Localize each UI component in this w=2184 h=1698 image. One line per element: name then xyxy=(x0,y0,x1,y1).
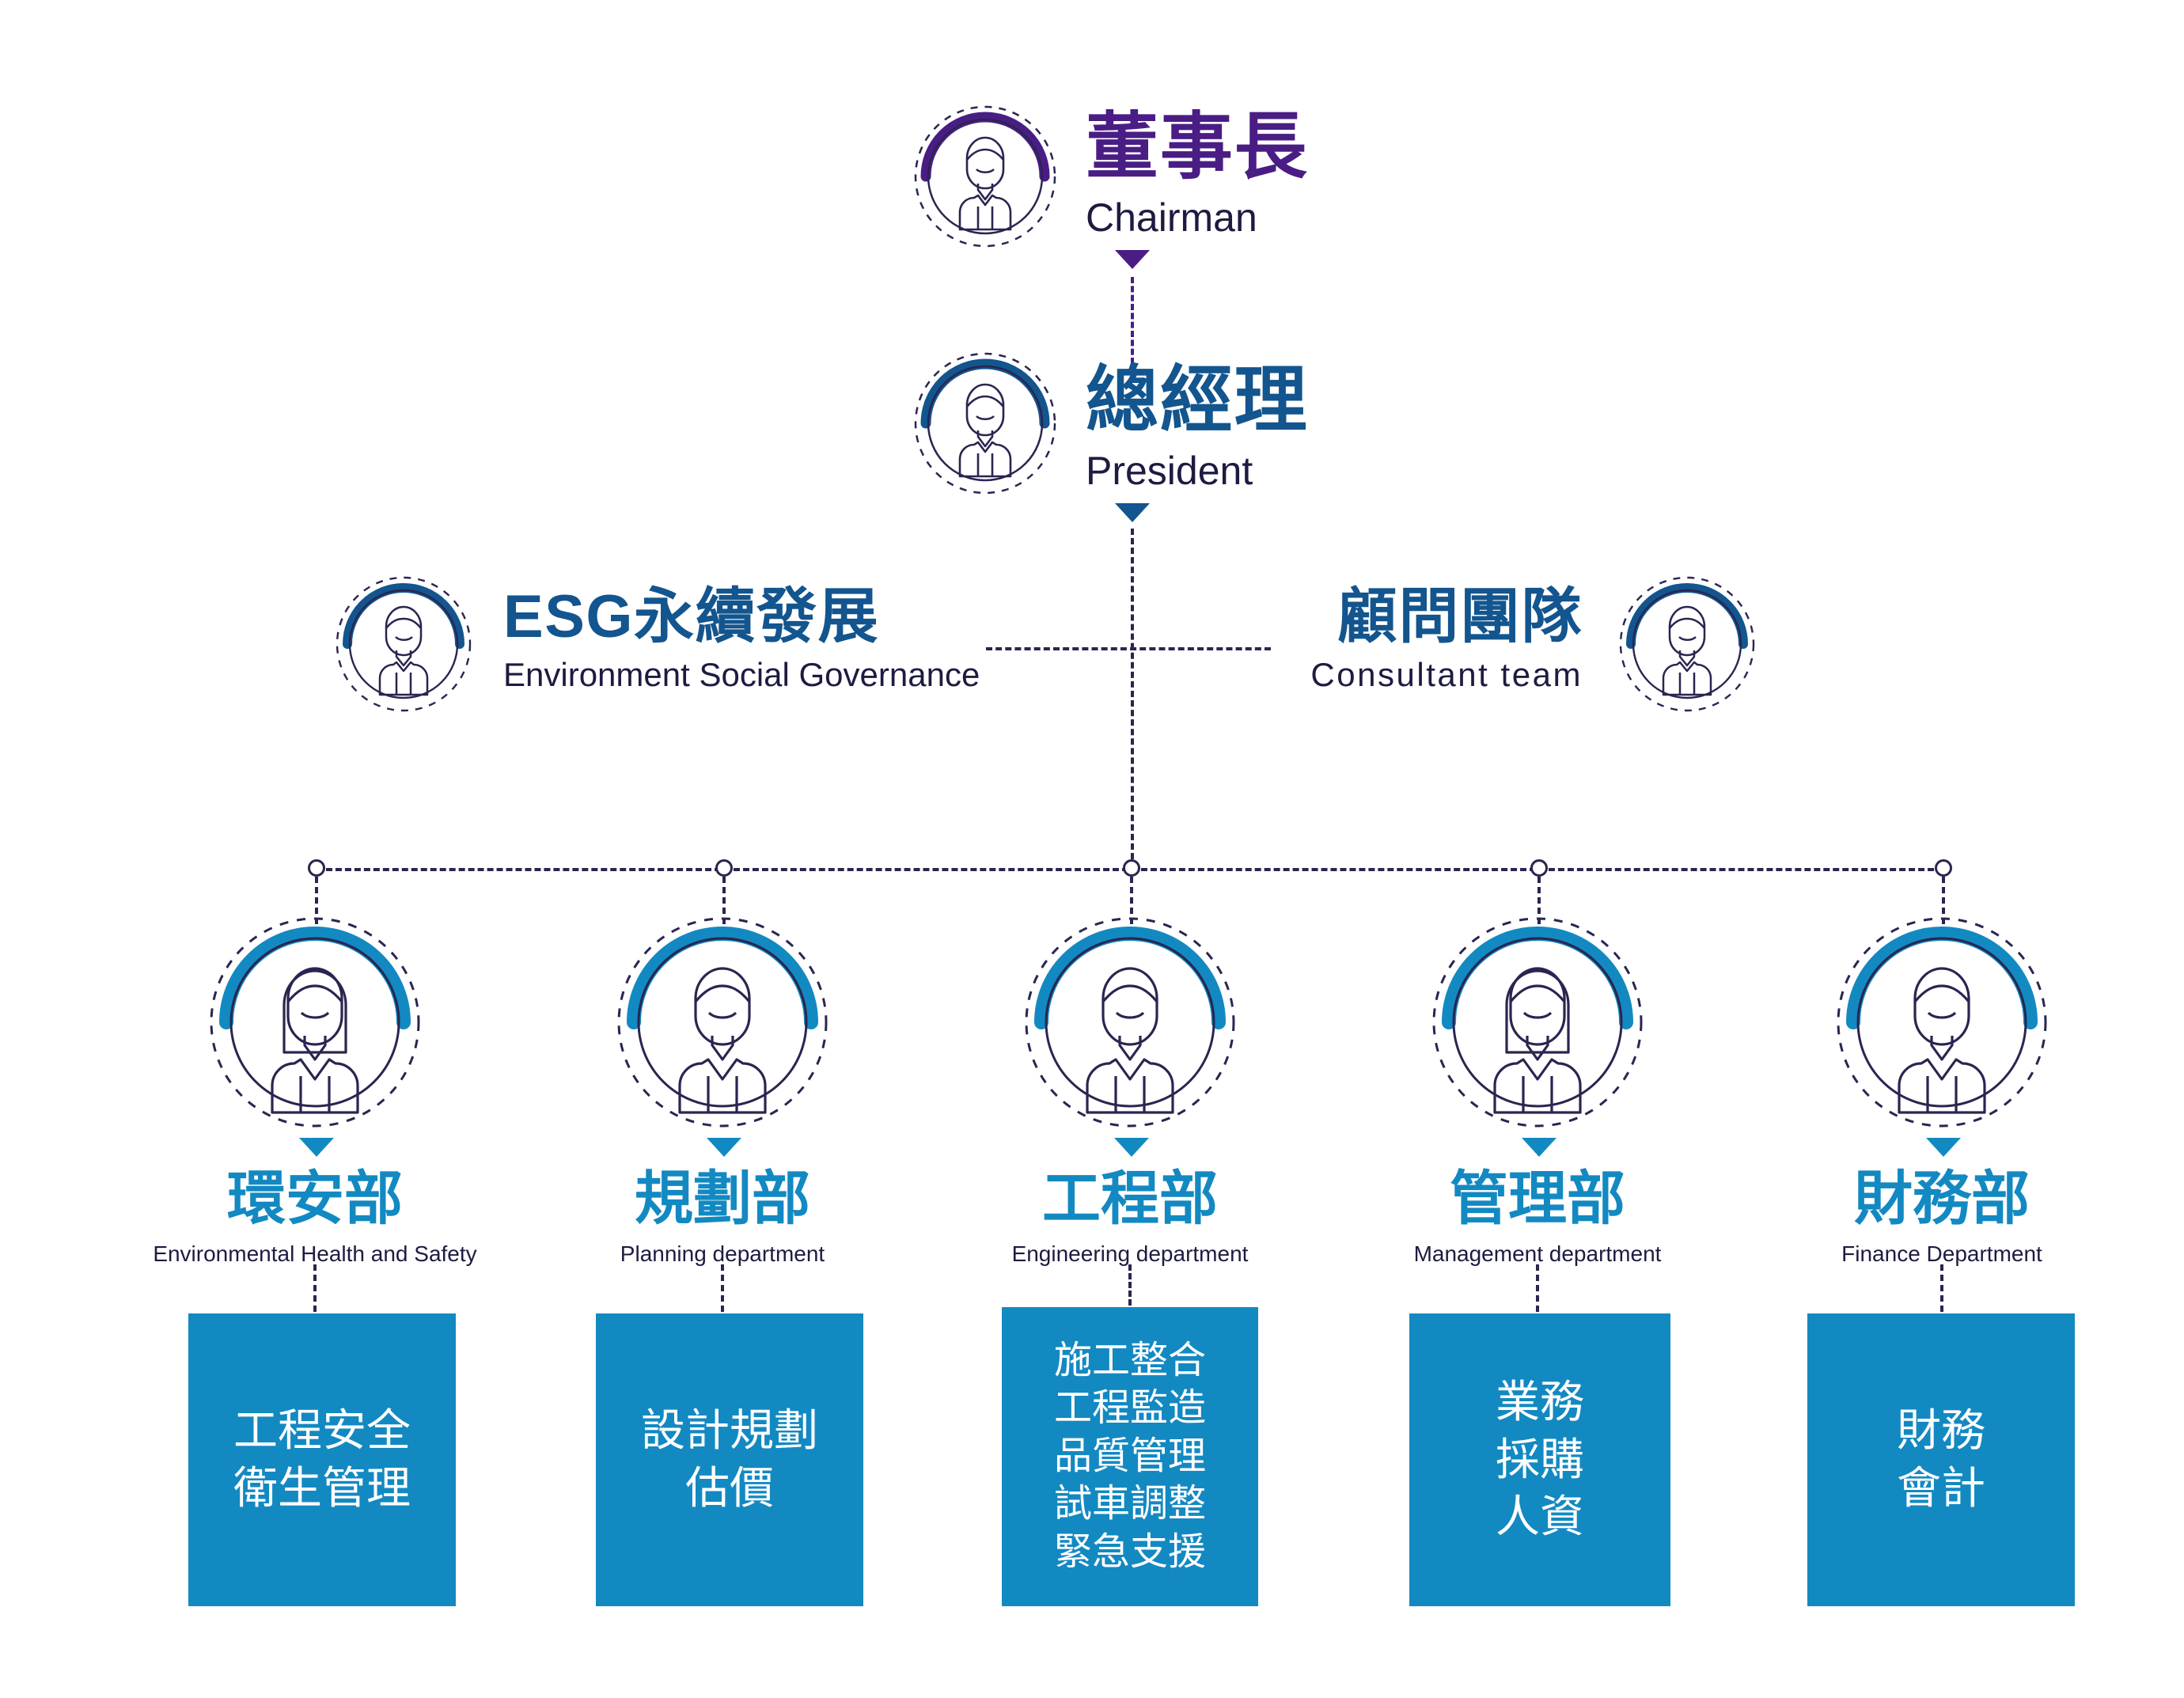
department-1-box-connector xyxy=(313,1264,317,1312)
department-2-function-line: 估價 xyxy=(685,1463,774,1513)
chairman-avatar-medallion xyxy=(910,101,1060,252)
department-3-avatar-medallion xyxy=(1019,912,1241,1133)
chairman-to-president-arrow xyxy=(1115,250,1150,269)
department-5-box-connector xyxy=(1940,1264,1943,1312)
department-3-title-en: Engineering department xyxy=(1011,1241,1249,1266)
department-1-function-line: 工程安全 xyxy=(233,1405,411,1456)
esg-title-en: Environment Social Governance xyxy=(503,656,980,693)
department-3-title-zh: 工程部 xyxy=(1042,1165,1218,1231)
president-spine-line xyxy=(1131,529,1134,869)
department-4-label: 管理部 Management department xyxy=(1332,1168,1743,1267)
consultant-title-zh: 顧問團隊 xyxy=(1337,583,1583,650)
department-2-arrow xyxy=(707,1138,741,1157)
department-5-avatar-medallion xyxy=(1831,912,2053,1133)
department-3-function-box: 施工整合 工程監造 品質管理 試車調整 緊急支援 xyxy=(1002,1307,1258,1606)
department-3-function-line: 施工整合 xyxy=(1053,1339,1206,1382)
department-3-arrow xyxy=(1114,1138,1149,1157)
bus-junction-dot-3 xyxy=(1123,859,1140,877)
esg-label-group: ESG永續發展 Environment Social Governance xyxy=(503,587,980,692)
department-4-function-line: 採購 xyxy=(1496,1434,1584,1484)
department-2-function-line: 設計規劃 xyxy=(641,1405,818,1456)
department-2-title-en: Planning department xyxy=(620,1241,825,1266)
consultant-title-en: Consultant team xyxy=(1310,656,1583,693)
department-5-title-zh: 財務部 xyxy=(1854,1165,2030,1231)
department-3-function-line: 品質管理 xyxy=(1053,1435,1206,1477)
department-2-label: 規劃部 Planning department xyxy=(517,1168,928,1267)
bus-drop-1 xyxy=(315,877,318,924)
department-1-avatar-medallion xyxy=(204,912,426,1133)
department-4-avatar-medallion xyxy=(1427,912,1648,1133)
department-1-arrow xyxy=(299,1138,334,1157)
bus-drop-2 xyxy=(722,877,726,924)
department-3-function-line: 試車調整 xyxy=(1053,1483,1206,1526)
department-5-function-line: 會計 xyxy=(1897,1463,1985,1513)
president-avatar-medallion xyxy=(910,348,1060,498)
department-1-title-zh: 環安部 xyxy=(227,1165,403,1231)
president-title-zh: 總經理 xyxy=(1086,360,1309,441)
department-3-box-connector xyxy=(1128,1264,1132,1306)
department-5-label: 財務部 Finance Department xyxy=(1736,1168,2148,1267)
esg-title-zh: ESG永續發展 xyxy=(503,583,880,650)
department-4-title-en: Management department xyxy=(1413,1241,1662,1266)
department-1-function-box: 工程安全 衛生管理 xyxy=(188,1313,456,1606)
department-2-title-zh: 規劃部 xyxy=(635,1165,810,1231)
bus-drop-5 xyxy=(1942,877,1945,924)
bus-drop-4 xyxy=(1538,877,1541,924)
department-5-function-line: 財務 xyxy=(1897,1405,1985,1456)
esg-avatar-medallion xyxy=(332,573,475,715)
department-2-avatar-medallion xyxy=(612,912,833,1133)
department-1-label: 環安部 Environmental Health and Safety xyxy=(109,1168,521,1267)
department-4-function-box: 業務 採購 人資 xyxy=(1409,1313,1670,1606)
department-5-arrow xyxy=(1926,1138,1961,1157)
department-1-function-line: 衛生管理 xyxy=(233,1463,411,1513)
department-4-arrow xyxy=(1522,1138,1556,1157)
bus-junction-dot-2 xyxy=(715,859,733,877)
department-5-function-box: 財務 會計 xyxy=(1807,1313,2075,1606)
department-2-function-box: 設計規劃 估價 xyxy=(596,1313,863,1606)
president-to-departments-arrow xyxy=(1115,503,1150,522)
president-label-group: 總經理 President xyxy=(1086,364,1309,491)
bus-junction-dot-1 xyxy=(308,859,325,877)
department-5-title-en: Finance Department xyxy=(1841,1241,2042,1266)
department-4-function-line: 業務 xyxy=(1496,1376,1584,1427)
department-4-function-line: 人資 xyxy=(1496,1491,1584,1542)
department-4-box-connector xyxy=(1536,1264,1539,1312)
chairman-label-group: 董事長 Chairman xyxy=(1086,111,1309,237)
chairman-to-president-line xyxy=(1131,277,1134,364)
department-3-label: 工程部 Engineering department xyxy=(924,1168,1336,1267)
consultant-label-group: 顧問團隊 Consultant team xyxy=(1266,587,1583,692)
consultant-avatar-medallion xyxy=(1616,573,1758,715)
esg-to-spine-connector xyxy=(986,647,1271,650)
bus-drop-3 xyxy=(1130,877,1133,924)
department-2-box-connector xyxy=(721,1264,724,1312)
president-title-en: President xyxy=(1086,449,1253,493)
department-4-title-zh: 管理部 xyxy=(1450,1165,1625,1231)
bus-junction-dot-4 xyxy=(1530,859,1548,877)
department-1-title-en: Environmental Health and Safety xyxy=(153,1241,477,1266)
chairman-title-zh: 董事長 xyxy=(1086,107,1309,188)
bus-junction-dot-5 xyxy=(1935,859,1952,877)
chairman-title-en: Chairman xyxy=(1086,195,1257,240)
department-3-function-line: 工程監造 xyxy=(1053,1387,1206,1430)
department-3-function-line: 緊急支援 xyxy=(1053,1530,1206,1573)
